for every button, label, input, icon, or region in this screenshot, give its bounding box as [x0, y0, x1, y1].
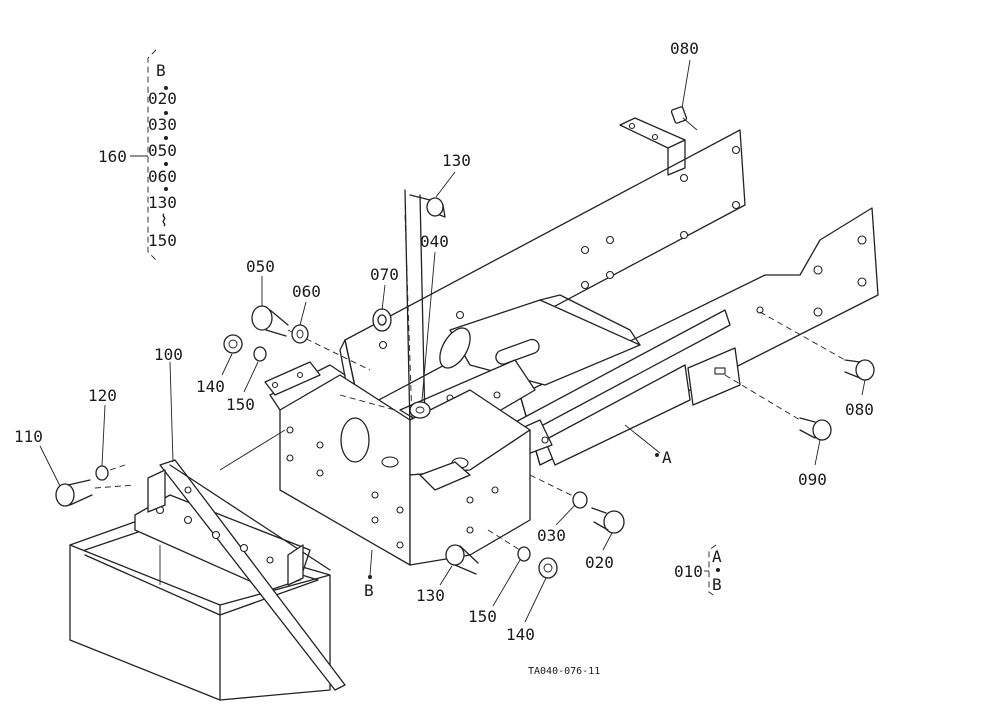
spacer-040 — [409, 401, 431, 419]
dot-B — [368, 575, 372, 579]
bolt-130-top — [409, 194, 446, 218]
group-b-range-mark: ⌇ — [160, 211, 168, 230]
label-020: 020 — [585, 553, 614, 572]
group-010-item-1: A — [712, 547, 722, 566]
group-b-parent: 160 — [98, 147, 127, 166]
group-b-header: B — [156, 61, 166, 80]
nut-070 — [372, 308, 392, 332]
group-b-item-4: 060 — [148, 167, 177, 186]
label-090: 090 — [798, 470, 827, 489]
group-b-legend: B 020 030 050 060 130 ⌇ 150 160 — [98, 49, 177, 261]
top-mount-bracket — [619, 106, 698, 176]
group-b-item-1: 020 — [148, 89, 177, 108]
drawing-code: TA040-076-11 — [528, 666, 600, 677]
group-010-legend: 010 A B — [674, 544, 722, 598]
group-b-dot-2 — [164, 111, 168, 115]
washer-150-bottom — [487, 529, 531, 562]
label-150-bottom: 150 — [468, 607, 497, 626]
label-100: 100 — [154, 345, 183, 364]
group-010-dot — [716, 568, 720, 572]
label-130-bottom: 130 — [416, 586, 445, 605]
washer-120 — [95, 464, 126, 481]
label-140-bottom: 140 — [506, 625, 535, 644]
group-b-item-2: 030 — [148, 115, 177, 134]
washer-030 — [529, 474, 588, 509]
group-010-item-2: B — [712, 575, 722, 594]
label-080-top: 080 — [670, 39, 699, 58]
label-110: 110 — [14, 427, 43, 446]
bolt-110 — [55, 479, 136, 507]
right-side-plate — [509, 207, 879, 466]
dot-A — [655, 453, 659, 457]
label-A: A — [662, 448, 672, 467]
label-B: B — [364, 581, 374, 600]
label-150-left: 150 — [226, 395, 255, 414]
washer-150-left — [253, 346, 267, 362]
group-b-dot-5 — [164, 187, 168, 191]
label-070: 070 — [370, 265, 399, 284]
group-010-parent: 010 — [674, 562, 703, 581]
label-060: 060 — [292, 282, 321, 301]
group-b-dot-4 — [164, 162, 168, 166]
label-030: 030 — [537, 526, 566, 545]
bolt-130-bottom — [445, 544, 479, 575]
label-140-left: 140 — [196, 377, 225, 396]
step-100 — [69, 429, 346, 701]
label-130-top: 130 — [442, 151, 471, 170]
label-080-right: 080 — [845, 400, 874, 419]
group-b-dot-3 — [164, 136, 168, 140]
washer-060 — [291, 324, 309, 344]
front-mount-box — [264, 361, 531, 566]
upper-frame-rail — [339, 129, 746, 415]
group-b-item-3: 050 — [148, 141, 177, 160]
group-b-item-5: 130 — [148, 193, 177, 212]
bolt-090 — [724, 374, 832, 441]
leader-lines — [39, 59, 866, 623]
label-120: 120 — [88, 386, 117, 405]
label-040: 040 — [420, 232, 449, 251]
bolt-080-top — [670, 106, 698, 131]
group-b-item-6: 150 — [148, 231, 177, 250]
group-b-dot-1 — [164, 86, 168, 90]
vertical-channel — [404, 189, 426, 431]
nut-140-bottom — [538, 557, 558, 579]
callout-labels: 080 130 040 070 050 060 140 150 100 120 … — [14, 39, 874, 644]
label-050: 050 — [246, 257, 275, 276]
nut-140-left — [223, 334, 243, 354]
bolt-020 — [591, 507, 625, 534]
